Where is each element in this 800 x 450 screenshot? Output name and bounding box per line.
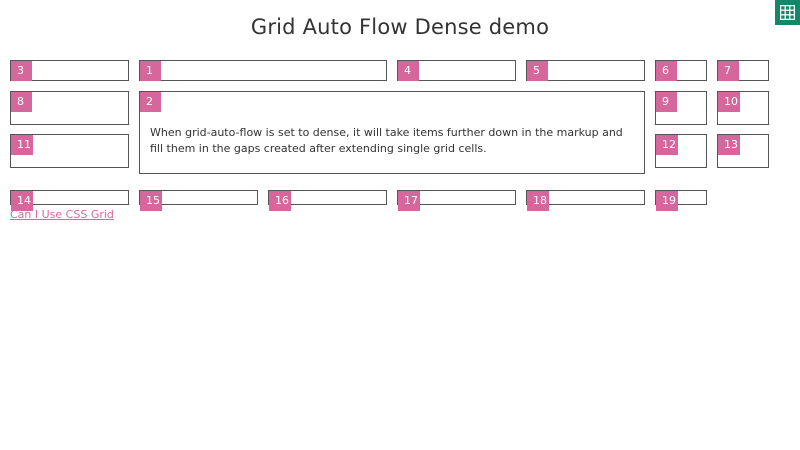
grid-item-12: 12 (655, 134, 707, 168)
grid-item-18: 18 (526, 190, 645, 211)
grid-item-5: 5 (526, 60, 645, 81)
item-number: 12 (656, 135, 678, 155)
grid-item-7: 7 (717, 60, 769, 81)
item-number: 17 (398, 191, 420, 211)
item-number: 1 (140, 61, 161, 81)
grid-item-13: 13 (717, 134, 769, 168)
item-number: 8 (11, 92, 32, 112)
item-number: 9 (656, 92, 677, 112)
dense-grid: 3 1 4 5 6 7 8 2 When grid-auto-flow is s… (10, 60, 790, 211)
item-number: 6 (656, 61, 677, 81)
item-number: 14 (11, 191, 33, 211)
item-description: When grid-auto-flow is set to dense, it … (150, 126, 623, 155)
item-number: 13 (718, 135, 740, 155)
item-number: 4 (398, 61, 419, 81)
grid-item-1: 1 (139, 60, 387, 81)
item-number: 16 (269, 191, 291, 211)
grid-item-10: 10 (717, 91, 769, 125)
grid-item-15: 15 (139, 190, 258, 211)
grid-icon (780, 5, 795, 20)
item-number: 7 (718, 61, 739, 81)
item-number: 19 (656, 191, 678, 211)
grid-item-9: 9 (655, 91, 707, 125)
page-title: Grid Auto Flow Dense demo (250, 15, 550, 39)
grid-badge[interactable] (775, 0, 800, 25)
grid-item-8: 8 (10, 91, 129, 125)
item-number: 3 (11, 61, 32, 81)
can-i-use-link[interactable]: Can I Use CSS Grid (10, 208, 114, 221)
grid-item-4: 4 (397, 60, 516, 81)
item-number: 11 (11, 135, 33, 155)
item-number: 5 (527, 61, 548, 81)
grid-item-17: 17 (397, 190, 516, 211)
item-number: 15 (140, 191, 162, 211)
grid-item-2: 2 When grid-auto-flow is set to dense, i… (139, 91, 645, 174)
grid-item-19: 19 (655, 190, 707, 211)
item-number: 10 (718, 92, 740, 112)
grid-item-14: 14 (10, 190, 129, 211)
grid-item-6: 6 (655, 60, 707, 81)
item-number: 18 (527, 191, 549, 211)
item-number: 2 (140, 92, 161, 112)
grid-item-11: 11 (10, 134, 129, 168)
grid-item-16: 16 (268, 190, 387, 211)
grid-item-3: 3 (10, 60, 129, 81)
